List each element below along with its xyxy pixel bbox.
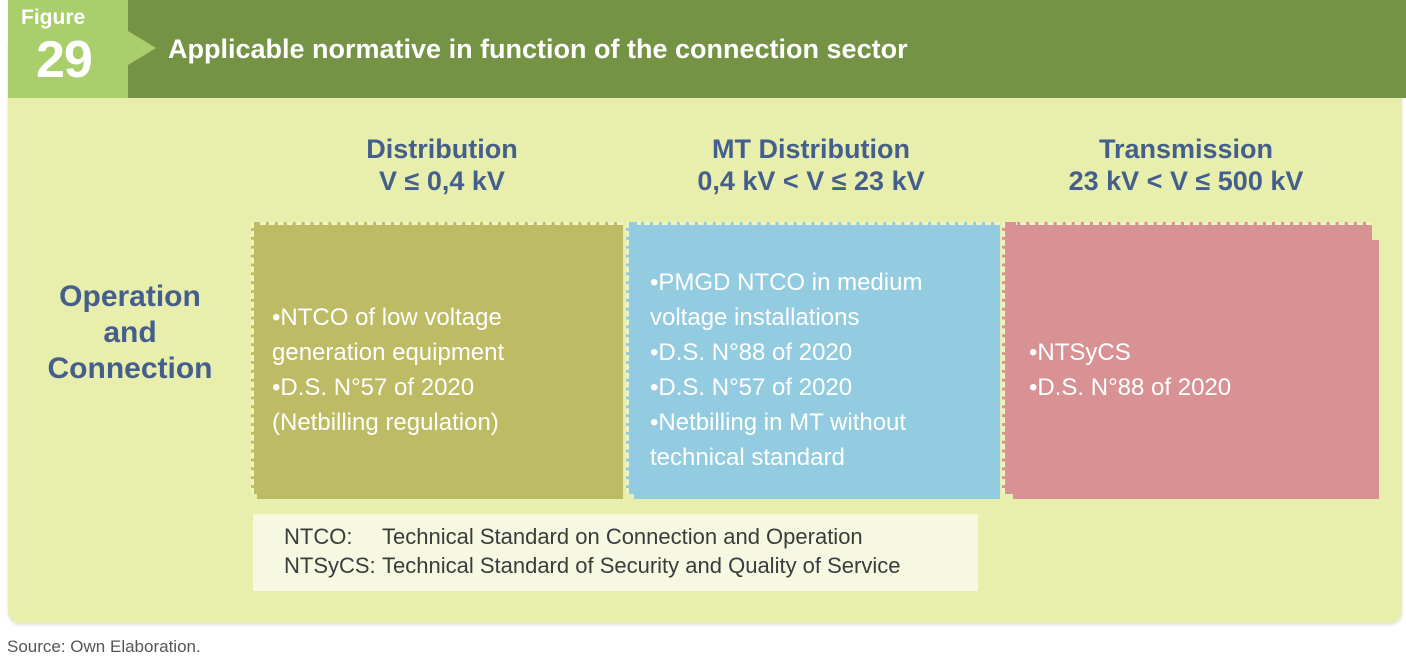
figure-title: Applicable normative in function of the … [168, 34, 908, 64]
row-label: Operation and Connection [30, 279, 230, 387]
figure-header [8, 0, 1406, 98]
column-header-mt-distribution: MT Distribution 0,4 kV < V ≤ 23 kV [621, 133, 1001, 197]
norm-item: •D.S. N°88 of 2020 [1029, 373, 1232, 401]
row-label-line: Connection [47, 352, 213, 385]
column-header-transmission: Transmission 23 kV < V ≤ 500 kV [996, 133, 1376, 197]
figure-number-tab: Figure 29 [8, 0, 128, 98]
column-name: Distribution [366, 134, 518, 164]
norm-item: •D.S. N°57 of 2020 [272, 373, 475, 401]
source-note: Source: Own Elaboration. [7, 637, 201, 656]
legend-definition: Technical Standard on Connection and Ope… [382, 524, 863, 549]
abbreviation-legend: NTCO: Technical Standard on Connection a… [253, 514, 978, 591]
norm-item: •D.S. N°57 of 2020 [650, 373, 853, 401]
norm-item: •NTSyCS [1029, 338, 1131, 366]
figure-word: Figure [21, 6, 86, 29]
distribution-norms-box: •NTCO of low voltage generation equipmen… [257, 240, 623, 499]
legend-abbreviation: NTSyCS: [284, 553, 376, 578]
tab-arrow-icon [128, 31, 156, 65]
norm-item: •D.S. N°88 of 2020 [650, 338, 853, 366]
norm-item: •NTCO of low voltage [272, 303, 502, 331]
column-name: Transmission [1098, 134, 1274, 164]
mt-distribution-norms-box: •PMGD NTCO in medium voltage installatio… [634, 240, 1000, 499]
legend-row: NTSyCS: Technical Standard of Security a… [284, 551, 978, 580]
column-range: 23 kV < V ≤ 500 kV [1068, 166, 1304, 196]
norm-item: technical standard [650, 443, 845, 471]
norm-item: voltage installations [650, 303, 860, 331]
figure-number: 29 [36, 31, 93, 89]
box-side-strip [626, 222, 637, 494]
column-name: MT Distribution [712, 134, 910, 164]
norm-item: •PMGD NTCO in medium [650, 268, 923, 296]
norm-item: (Netbilling regulation) [272, 408, 499, 436]
legend-definition: Technical Standard of Security and Quali… [382, 553, 901, 578]
row-label-line: Operation [59, 280, 201, 313]
row-label-line: and [103, 316, 157, 349]
box-side-strip [1002, 222, 1016, 494]
norm-item: •Netbilling in MT without [650, 408, 907, 436]
norm-item: generation equipment [272, 338, 505, 366]
box-side-strip [251, 222, 260, 494]
transmission-norms-box: •NTSyCS •D.S. N°88 of 2020 [1013, 240, 1379, 499]
legend-abbreviation: NTCO: [284, 524, 353, 549]
column-range: 0,4 kV < V ≤ 23 kV [697, 166, 925, 196]
column-range: V ≤ 0,4 kV [379, 166, 505, 196]
column-header-distribution: Distribution V ≤ 0,4 kV [252, 133, 632, 197]
legend-row: NTCO: Technical Standard on Connection a… [284, 522, 978, 551]
